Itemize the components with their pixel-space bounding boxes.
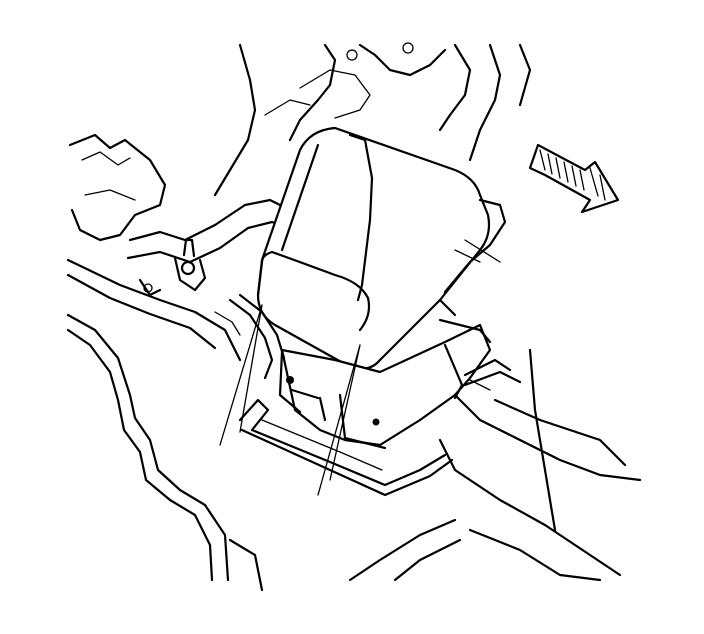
module-cover bbox=[256, 126, 507, 371]
console-structure bbox=[348, 348, 642, 582]
module-housing bbox=[278, 318, 492, 450]
callout-leaders bbox=[219, 304, 361, 496]
mounting-bracket bbox=[68, 133, 302, 297]
upper-frame bbox=[213, 42, 532, 197]
mounting-tray bbox=[238, 358, 522, 497]
wire-harness bbox=[214, 293, 286, 380]
vehicle-body-panel bbox=[66, 258, 264, 592]
direction-arrow-icon bbox=[528, 143, 620, 214]
